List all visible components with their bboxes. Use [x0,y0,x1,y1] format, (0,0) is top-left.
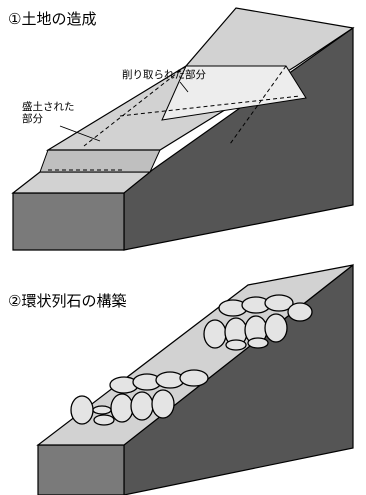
cut-area [161,65,307,121]
fill-area-label-line2: 部分 [22,113,43,125]
original-surface-line [83,65,187,147]
block2-front-face [37,444,125,495]
terrain-block-1 [11,7,355,251]
fill-label-leader [59,125,101,142]
block1-riser [39,149,161,173]
fill-area-label-line1: 盛土された [22,101,75,113]
figure1-title: ①土地の造成 [8,10,97,28]
cut-area-label: 削り取られた部分 [122,69,206,81]
fill-boundary-line [119,95,301,117]
cut-label-leader [179,81,189,93]
original-surface-line [229,65,287,145]
figure2-title: ②環状列石の構築 [8,292,127,310]
stone-cluster-icon [70,294,313,426]
block1-front-face [12,192,125,251]
